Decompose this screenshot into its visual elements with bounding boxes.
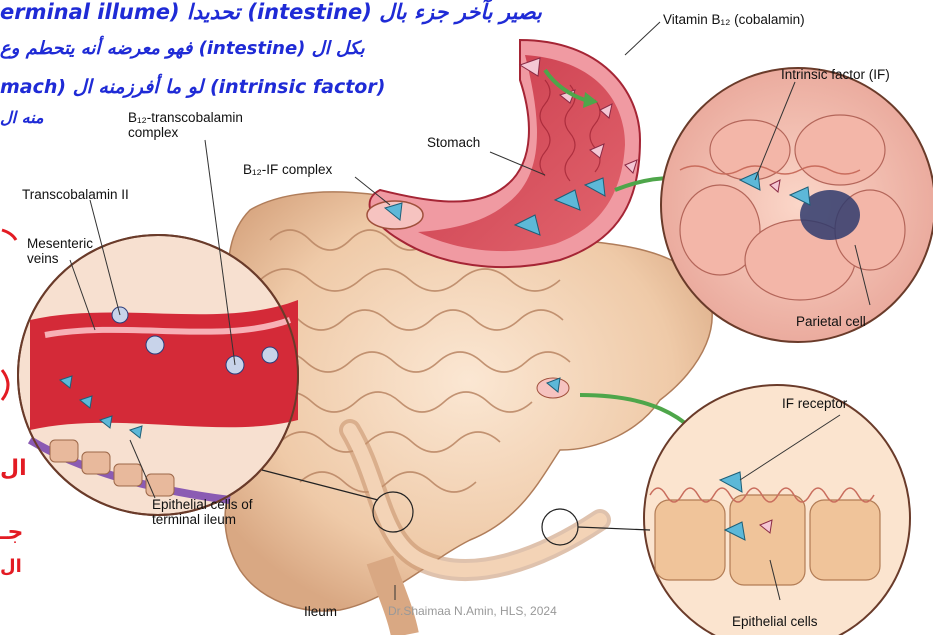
label-mesenteric-veins: Mesenteric veins bbox=[27, 236, 127, 266]
label-stomach: Stomach bbox=[427, 135, 480, 150]
handwritten-note-2: فهو معرضه أنه يتحطم وع (intestine) بكل ا… bbox=[0, 38, 365, 59]
margin-note-3: ال bbox=[0, 556, 22, 577]
label-ileum: Ileum bbox=[304, 604, 337, 619]
label-b12-transcobalamin-complex: B₁₂-transcobalamin complex bbox=[128, 110, 278, 140]
parietal-cell-inset bbox=[661, 68, 933, 342]
label-vitamin-b12: Vitamin B₁₂ (cobalamin) bbox=[663, 12, 805, 27]
handwritten-note-1: erminal illume) تحديدا (intestine) بصير … bbox=[0, 0, 542, 24]
label-b12-if-complex: B₁₂-IF complex bbox=[243, 162, 332, 177]
margin-brackets bbox=[0, 220, 20, 420]
label-intrinsic-factor: Intrinsic factor (IF) bbox=[781, 67, 890, 82]
epithelial-cells-inset bbox=[644, 385, 910, 635]
margin-note-2: جـ bbox=[0, 520, 23, 545]
mesenteric-veins-inset bbox=[18, 235, 298, 515]
handwritten-note-3: mach) لو ما أفرزمنه ال (intrinsic factor… bbox=[0, 76, 385, 98]
handwritten-note-4: منه ال bbox=[0, 108, 44, 127]
label-parietal-cell: Parietal cell bbox=[796, 314, 866, 329]
margin-note-1: ال bbox=[0, 456, 27, 481]
label-epithelial-cells: Epithelial cells bbox=[732, 614, 818, 629]
label-transcobalamin-ii: Transcobalamin II bbox=[22, 187, 129, 202]
label-if-receptor: IF receptor bbox=[782, 396, 847, 411]
footer-credit: Dr.Shaimaa N.Amin, HLS, 2024 bbox=[388, 604, 557, 618]
label-epithelial-cells-terminal-ileum: Epithelial cells of terminal ileum bbox=[152, 497, 292, 527]
